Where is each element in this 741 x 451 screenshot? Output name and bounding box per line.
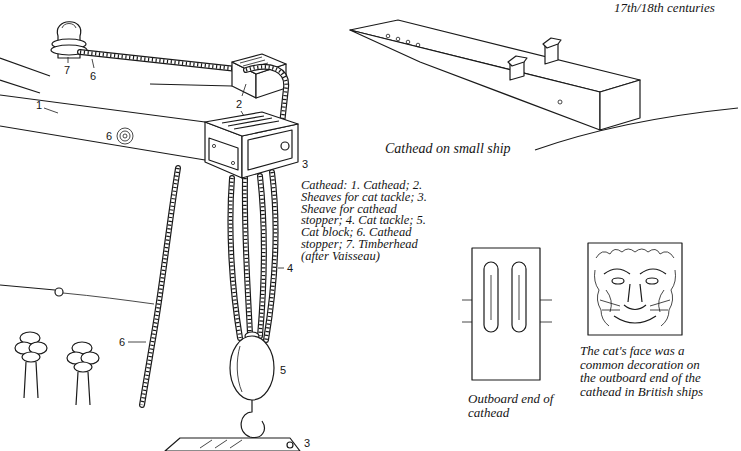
leader-line	[44, 108, 58, 113]
cat-tackle	[230, 178, 240, 338]
cathead-stopper	[142, 168, 178, 405]
cat-tackle	[266, 172, 275, 340]
leader-line	[92, 59, 94, 68]
cat-tackle	[260, 176, 264, 336]
eye	[646, 278, 658, 284]
mouth	[614, 316, 656, 323]
stopper-sheave	[281, 142, 289, 150]
cathead-stopper	[142, 168, 178, 405]
beam-edge	[0, 126, 205, 160]
cat-tackle	[260, 176, 264, 336]
figure-caption: Cathead on small ship	[385, 141, 511, 157]
cathead-end	[600, 80, 640, 130]
callout-number: 6	[90, 70, 96, 82]
sheave-slots	[200, 440, 242, 448]
key-text: Cathead: 1. Cathead; 2. Sheaves for cat …	[301, 180, 435, 263]
callout-number: 2	[236, 98, 242, 110]
hook	[241, 400, 264, 438]
knot	[22, 352, 40, 362]
cheek	[606, 290, 664, 312]
stopper-sheave	[287, 442, 293, 448]
deck-line	[0, 285, 55, 290]
sheave	[491, 275, 519, 320]
sheave-hole	[396, 37, 400, 41]
whiskers	[600, 300, 670, 310]
nose	[628, 284, 642, 302]
sheave-hole	[416, 43, 420, 47]
stopper-coil	[123, 134, 127, 138]
edge-lines	[462, 300, 552, 322]
bolt	[212, 144, 215, 147]
block-shading	[237, 346, 242, 392]
deck-line	[0, 58, 50, 76]
callout-number: 5	[280, 364, 286, 376]
cathead-stopper	[80, 52, 246, 70]
cat-tackle	[266, 172, 275, 340]
figure-caption: The cat's face was a common decoration o…	[580, 344, 718, 398]
sheave-slots	[222, 116, 279, 129]
bollard-cap	[543, 38, 561, 48]
cat-block	[230, 336, 274, 400]
beam-edge	[0, 95, 205, 122]
cathead-figure	[0, 95, 298, 438]
cathead-top	[165, 438, 300, 451]
mane	[596, 249, 674, 258]
callout-number: 3	[302, 158, 308, 170]
cat-tackle	[230, 178, 240, 338]
leader-line	[242, 84, 246, 96]
callout-number: 6	[106, 130, 112, 142]
figure-caption: Outboard end of cathead	[468, 392, 568, 420]
leader-line	[278, 268, 284, 269]
carved-panel	[588, 243, 682, 335]
bolt	[558, 100, 562, 104]
sheave-hole	[386, 34, 390, 38]
bolt	[231, 161, 234, 164]
leader-line	[68, 57, 69, 63]
knot-tail	[76, 372, 90, 405]
callout-number: 3	[304, 437, 310, 449]
bollard-cap	[508, 56, 527, 66]
eye	[612, 278, 624, 284]
leader-line	[128, 342, 146, 343]
cat-tackle	[230, 178, 240, 338]
nostrils	[624, 305, 646, 310]
partial-cathead	[165, 438, 300, 451]
small-ship-cathead	[350, 20, 738, 150]
period-note: 17th/18th centuries	[614, 0, 715, 15]
ring	[55, 288, 63, 296]
cat-tackle	[260, 176, 264, 336]
timberhead-shading	[62, 24, 76, 29]
callout-number: 1	[36, 99, 42, 111]
cathead-side	[350, 30, 600, 130]
cat-tackle	[266, 172, 275, 340]
brow	[604, 269, 666, 274]
outboard-end	[462, 248, 552, 380]
callout-number: 6	[119, 336, 125, 348]
sheave-hole	[406, 40, 410, 44]
cat-tackle	[245, 178, 250, 334]
cathead-stopper	[80, 52, 246, 70]
beam-line	[150, 84, 232, 86]
cat-tackle	[245, 178, 250, 334]
cathead-stopper	[142, 168, 178, 405]
timberhead-figure	[0, 22, 286, 124]
side-plate	[209, 138, 238, 170]
callout-number: 7	[64, 64, 70, 76]
knot-tail	[24, 362, 38, 398]
cats-face	[588, 243, 682, 335]
deck-line	[0, 80, 40, 93]
callout-number: 4	[287, 262, 293, 274]
lanyard	[63, 293, 154, 304]
knot	[74, 362, 92, 372]
cathead-stopper	[80, 52, 246, 70]
cathead-end-face	[472, 248, 540, 380]
cat-tackle	[245, 178, 250, 334]
stopper-coil	[120, 131, 130, 141]
stopper-coil	[117, 128, 133, 144]
mane	[595, 270, 676, 326]
end-plate	[248, 130, 292, 170]
rope-knots	[15, 332, 99, 405]
